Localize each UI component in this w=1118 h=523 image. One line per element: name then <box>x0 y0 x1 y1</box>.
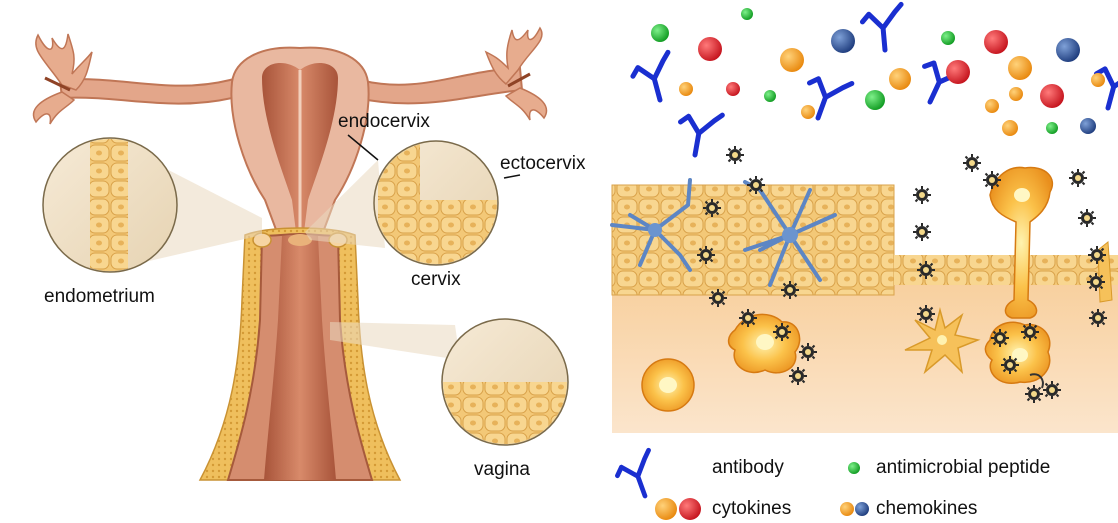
legend-label-antimicrobial-peptide: antimicrobial peptide <box>876 458 1050 477</box>
legend-label-cytokines: cytokines <box>712 499 791 518</box>
label-vagina: vagina <box>474 460 530 479</box>
label-cervix: cervix <box>411 270 461 289</box>
cytokines-legend-icon <box>655 498 701 520</box>
immune-cell-1 <box>729 314 800 372</box>
label-endometrium: endometrium <box>44 287 155 306</box>
chemokines-legend-icon <box>840 502 869 516</box>
legend-label-chemokines: chemokines <box>876 499 977 518</box>
cervix-zoom-circle <box>374 120 498 270</box>
antibody-legend-icon <box>613 450 663 502</box>
stratified-epithelium <box>612 185 894 295</box>
peptide-legend-icon <box>848 462 860 474</box>
antibodies <box>629 4 1118 158</box>
label-ectocervix: ectocervix <box>500 154 586 173</box>
label-endocervix: endocervix <box>338 112 430 131</box>
legend-label-antibody: antibody <box>712 458 784 477</box>
fimbriae-left <box>34 34 92 124</box>
vagina-zoom-circle <box>440 319 580 452</box>
immune-cell-2 <box>642 359 694 411</box>
